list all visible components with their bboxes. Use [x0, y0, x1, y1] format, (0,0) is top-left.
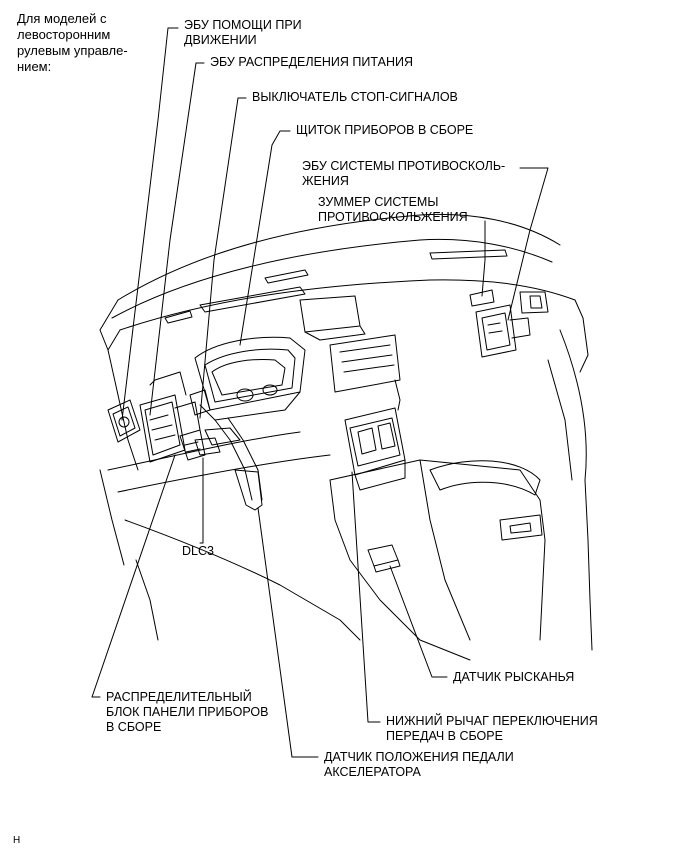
- center-console-drawing: [329, 334, 546, 661]
- label-pcs-buzzer: ЗУММЕР СИСТЕМЫ ПРОТИВОСКОЛЬЖЕНИЯ: [318, 195, 468, 224]
- leader-pcs-ecu: [507, 167, 549, 321]
- label-dlc3: DLC3: [182, 544, 214, 558]
- label-instrument-panel-junction-block: РАСПРЕДЕЛИТЕЛЬНЫЙ БЛОК ПАНЕЛИ ПРИБОРОВ В…: [106, 690, 269, 734]
- label-pcs-ecu: ЭБУ СИСТЕМЫ ПРОТИВОСКОЛЬ- ЖЕНИЯ: [302, 159, 506, 188]
- leader-cluster: [239, 130, 291, 346]
- leader-yaw-sensor: [389, 565, 448, 678]
- label-accelerator-pedal-sensor: ДАТЧИК ПОЛОЖЕНИЯ ПЕДАЛИ АКСЕЛЕРАТОРА: [324, 750, 514, 779]
- steering-column-drawing: [194, 417, 263, 511]
- leader-lines: [91, 27, 549, 758]
- leader-pcs-buzzer: [481, 220, 486, 297]
- label-instrument-cluster: ЩИТОК ПРИБОРОВ В СБОРЕ: [296, 123, 474, 137]
- dashboard-outline: [99, 213, 593, 651]
- pcs-ecu-drawing: [469, 289, 531, 358]
- leader-accel-sensor: [257, 507, 319, 758]
- leader-dlc3: [199, 457, 204, 544]
- instrument-cluster-drawing: [194, 336, 306, 421]
- leader-junction-block: [91, 454, 176, 698]
- leader-ecu-assist: [121, 27, 179, 421]
- leader-stop-switch: [199, 97, 247, 419]
- label-shift-lever-assembly: НИЖНИЙ РЫЧАГ ПЕРЕКЛЮЧЕНИЯ ПЕРЕДАЧ В СБОР…: [386, 714, 598, 743]
- leader-shift-lever: [351, 471, 381, 723]
- label-stop-light-switch: ВЫКЛЮЧАТЕЛЬ СТОП-СИГНАЛОВ: [252, 90, 458, 104]
- label-ecu-driving-assist: ЭБУ ПОМОЩИ ПРИ ДВИЖЕНИИ: [184, 18, 302, 47]
- left-ecu-assembly-drawing: [107, 371, 211, 463]
- figure-code: H: [13, 835, 21, 846]
- lhd-models-note: Для моделей с левосторонним рулевым упра…: [17, 11, 128, 74]
- label-yaw-rate-sensor: ДАТЧИК РЫСКАНЬЯ: [453, 670, 575, 684]
- label-ecu-power-distribution: ЭБУ РАСПРЕДЕЛЕНИЯ ПИТАНИЯ: [210, 55, 413, 69]
- leader-ecu-power: [149, 62, 205, 416]
